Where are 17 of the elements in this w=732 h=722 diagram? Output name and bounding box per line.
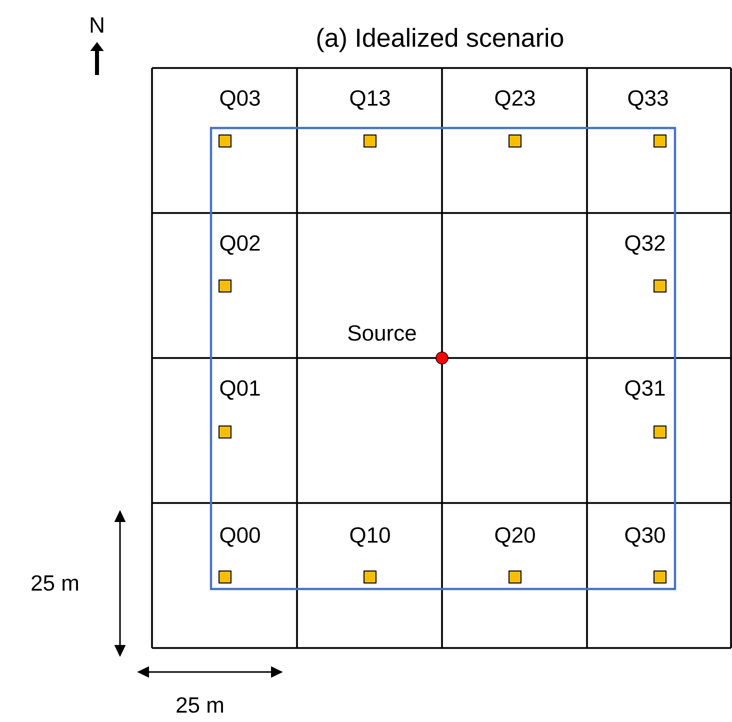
sensor-label: Q20 [495, 527, 535, 547]
sensor-label: Q33 [628, 90, 668, 110]
sensor-label: Q01 [220, 380, 260, 400]
title: (a) Idealized scenario [317, 28, 564, 52]
sensor-label: Q00 [220, 527, 260, 547]
sensor-label: Q23 [495, 90, 535, 110]
source-label: Source [348, 325, 416, 341]
sensor-label: Q13 [350, 90, 390, 110]
dimension-label: 25 m [176, 697, 223, 713]
dimension-label: 25 m [32, 575, 78, 591]
north-label: N [90, 17, 104, 33]
sensor-label: Q32 [625, 235, 665, 255]
sensor-label: Q30 [625, 527, 665, 547]
sensor-label: Q02 [220, 235, 260, 255]
sensor-label: Q03 [220, 90, 260, 110]
sensor-label: Q31 [625, 380, 665, 400]
sensor-label: Q10 [350, 527, 390, 547]
